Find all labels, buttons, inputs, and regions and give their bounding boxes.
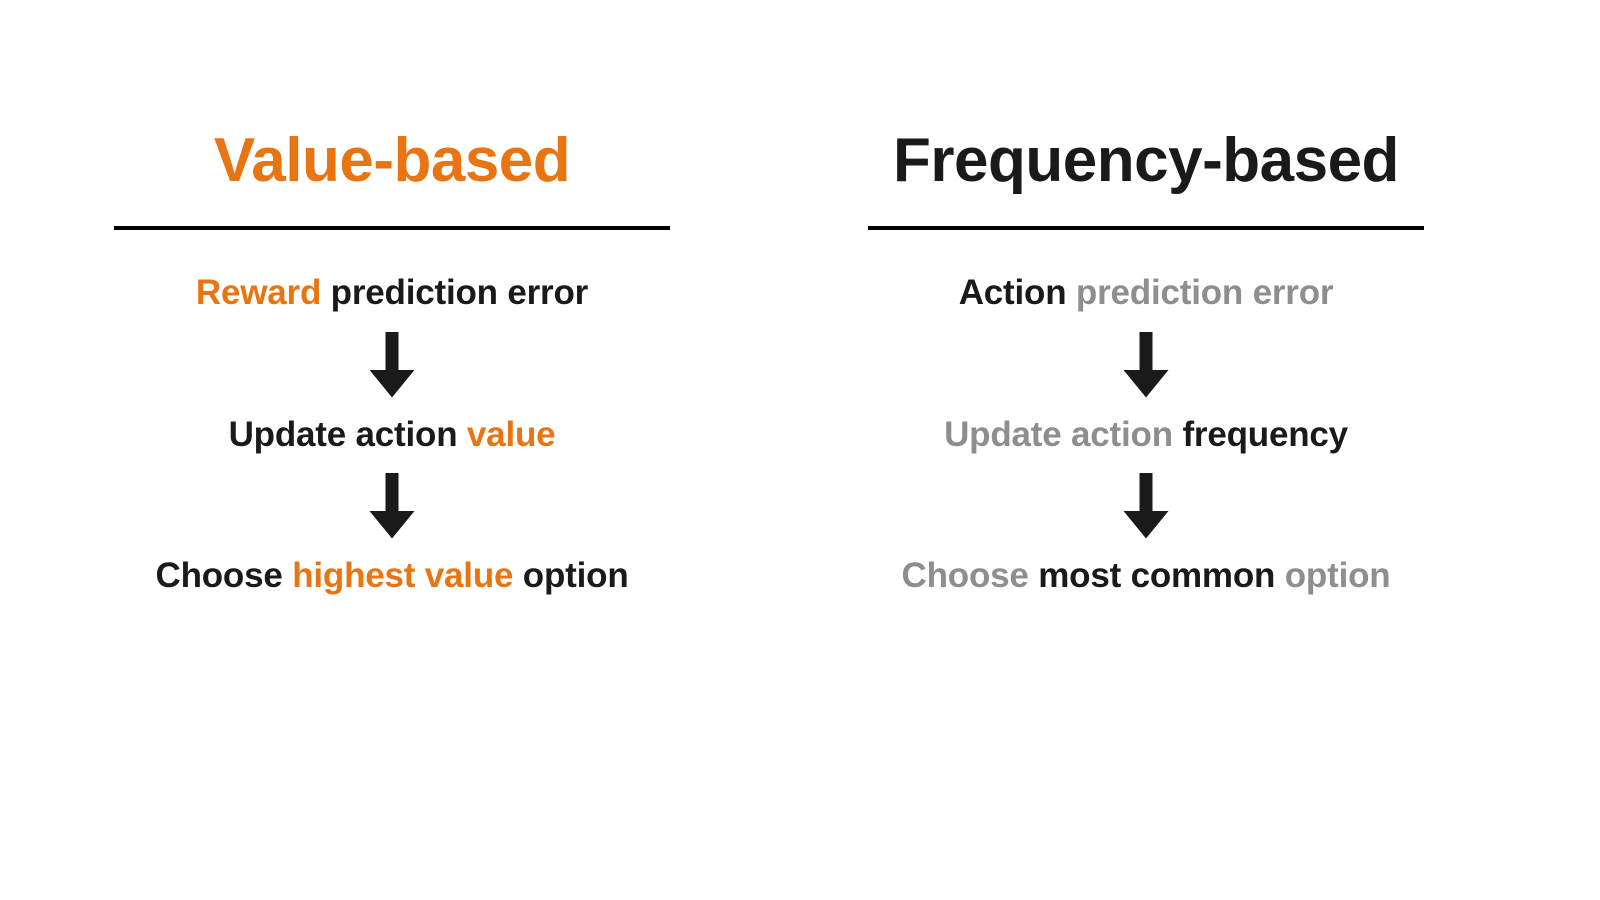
step-segment-highest-value: highest value [292, 556, 514, 595]
step-segment-frequency: frequency [1182, 414, 1348, 454]
step-list-frequency-based: Action prediction error Update action fr… [868, 273, 1424, 596]
step-segment-value: value [466, 414, 556, 454]
step-space [513, 556, 523, 595]
down-arrow-icon [1123, 473, 1169, 539]
step-segment-most-common: most common [1038, 556, 1276, 595]
column-frequency-based: Frequency-based Action prediction error … [868, 130, 1424, 596]
step-space [283, 556, 293, 595]
step-update-action-frequency: Update action frequency [944, 414, 1348, 455]
step-choose-highest-value-option: Choose highest value option [155, 556, 629, 596]
column-title-frequency-based: Frequency-based [893, 126, 1399, 195]
step-list-value-based: Reward prediction error Update action va… [114, 273, 670, 596]
step-space [321, 273, 331, 312]
step-segment-action: Action [958, 273, 1067, 312]
step-update-action-value: Update action value [228, 414, 556, 455]
step-space [1029, 556, 1039, 595]
step-segment-update-action: Update action [228, 414, 458, 454]
column-divider-right [868, 226, 1424, 230]
step-space [1066, 273, 1076, 312]
step-segment-option: option [522, 556, 629, 595]
step-segment-option: option [1284, 556, 1391, 595]
step-space [1275, 556, 1285, 595]
step-segment-choose: Choose [155, 556, 283, 595]
step-space [457, 415, 467, 454]
step-segment-prediction-error: prediction error [330, 273, 589, 312]
step-segment-prediction-error: prediction error [1075, 273, 1334, 312]
step-choose-most-common-option: Choose most common option [901, 556, 1391, 596]
step-reward-prediction-error: Reward prediction error [195, 273, 589, 313]
down-arrow-icon [369, 331, 415, 398]
column-divider-left [114, 226, 670, 230]
step-action-prediction-error: Action prediction error [958, 273, 1334, 313]
down-arrow-icon [369, 473, 415, 539]
down-arrow-icon [1123, 331, 1169, 398]
step-space [1173, 415, 1183, 454]
column-value-based: Value-based Reward prediction error Upda… [114, 130, 670, 596]
column-title-value-based: Value-based [213, 126, 571, 195]
step-segment-reward: Reward [195, 273, 322, 312]
step-segment-choose: Choose [901, 556, 1029, 595]
step-segment-update-action: Update action [944, 414, 1173, 454]
